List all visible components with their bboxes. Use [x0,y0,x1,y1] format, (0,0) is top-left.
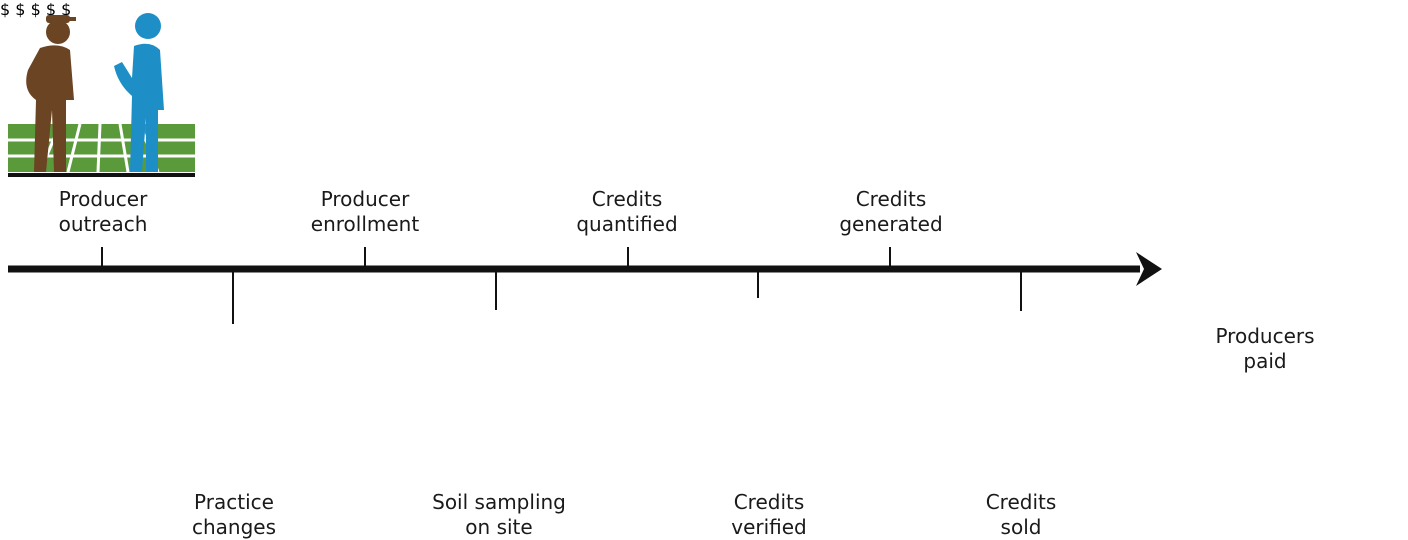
label-line2: quantified [576,212,678,236]
label-producers-paid: Producers paid [1180,324,1350,374]
label-line1: Practice [194,490,274,514]
label-producer-enrollment: Producer enrollment [280,187,450,237]
label-line2: verified [731,515,807,539]
label-line1: Credits [985,490,1057,514]
label-credits-generated: Credits generated [806,187,976,237]
rising-arrow-dollar-icon: $ [0,0,15,19]
label-line1: Producers [1215,324,1315,348]
label-line2: generated [839,212,943,236]
coin-dollar-symbol: $ [61,0,72,19]
timeline [8,247,1162,324]
label-line1: Credits [855,187,927,211]
label-line1: Producer [58,187,148,211]
signed-check-icon: $ [61,0,71,19]
label-line1: Credits [591,187,663,211]
coin-dollar-symbol: $ [30,0,41,19]
coin-dollar-symbol: $ [15,0,26,19]
coin-dollar-symbol: $ [45,0,57,19]
label-line2: paid [1243,349,1287,373]
label-line2: changes [191,515,277,539]
two-farmers-in-field-icon [8,13,195,177]
label-producer-outreach: Producer outreach [18,187,188,237]
label-line1: Soil sampling [432,490,566,514]
label-credits-sold: Credits sold [936,490,1106,540]
label-line1: Credits [733,490,805,514]
label-line2: enrollment [310,212,420,236]
coin-dollar-symbol: $ [0,0,11,19]
label-line2: sold [1000,515,1042,539]
label-soil-sampling: Soil sampling on site [406,490,592,540]
dollar-coins-stack-icon: $ $ $ [15,0,61,19]
label-line2: on site [465,515,533,539]
label-practice-changes: Practice changes [149,490,319,540]
label-credits-quantified: Credits quantified [542,187,712,237]
label-line2: outreach [58,212,148,236]
timeline-arrowhead-icon [1136,252,1162,286]
label-credits-verified: Credits verified [684,490,854,540]
label-line1: Producer [320,187,410,211]
